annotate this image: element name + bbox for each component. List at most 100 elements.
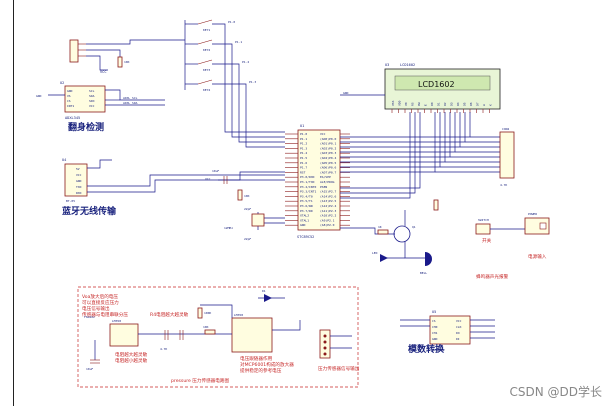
svg-text:SDA: SDA: [89, 94, 95, 98]
bluetooth-module: U4 BT-05 5V VCC GND TXD RXD 蓝牙无线传输: [62, 158, 285, 217]
svg-text:R4电阻越大越灵敏: R4电阻越大越灵敏: [150, 311, 189, 318]
mcu-pin-label: P3.2/INT0: [300, 185, 316, 189]
svg-text:SDO: SDO: [89, 99, 95, 103]
signal-out-title: 压力传感器信号输出: [318, 365, 360, 372]
svg-text:U1: U1: [300, 124, 304, 128]
svg-text:电压信号输出: 电压信号输出: [82, 305, 110, 312]
svg-text:P1.2: P1.2: [242, 60, 249, 64]
svg-text:U5: U5: [432, 310, 436, 314]
mcu-pin-label: (A13)P2.5: [320, 199, 336, 203]
svg-text:VS: VS: [67, 94, 71, 98]
lcd-pin-label: RW: [417, 102, 421, 106]
block-title-tilt: 翻身检测: [68, 121, 104, 133]
svg-text:LED: LED: [372, 251, 378, 255]
mcu-pin-label: (AD0)P0.0: [320, 137, 336, 141]
svg-text:CLK: CLK: [456, 325, 462, 329]
mcu-pin-label: (A11)P2.3: [320, 209, 336, 213]
svg-text:BT-05: BT-05: [66, 199, 75, 203]
svg-text:电压跟随器作用: 电压跟随器作用: [240, 355, 273, 362]
mcu-pin-label: P1.5: [300, 156, 307, 160]
lcd-pin-label: A: [482, 104, 486, 106]
mcu-pin-label: P3.0/RXD: [300, 175, 315, 179]
mcu-pin-label: (A14)P2.6: [320, 194, 336, 198]
accel-header: VCC 10K: [69, 39, 185, 74]
svg-text:VCC: VCC: [205, 177, 211, 181]
svg-text:GND: GND: [432, 337, 438, 341]
block-title-bluetooth: 蓝牙无线传输: [62, 205, 117, 217]
svg-text:Q1: Q1: [412, 225, 416, 229]
lcd-pin-label: E: [424, 104, 428, 106]
lcd-pin-label: D7: [476, 102, 480, 106]
svg-text:KEY4: KEY4: [203, 88, 210, 92]
svg-text:SCL: SCL: [89, 89, 95, 93]
lcd-pin-label: D2: [443, 102, 447, 106]
svg-text:VCC: VCC: [76, 173, 82, 177]
svg-text:10K: 10K: [203, 325, 209, 329]
mcu-pin-label: P1.3: [300, 146, 307, 150]
svg-text:10K: 10K: [244, 194, 250, 198]
svg-text:ADXL_SCL: ADXL_SCL: [123, 96, 138, 100]
mcu-pin-label: PSEN: [320, 185, 327, 189]
svg-text:ADXL_SDA: ADXL_SDA: [123, 101, 138, 105]
mcu-pin-label: P3.1/TXD: [300, 180, 315, 184]
mcu-pin-label: P1.7: [300, 166, 307, 170]
lcd-pin-label: D5: [463, 102, 467, 106]
mcu-pin-label: (AD4)P0.4: [320, 156, 336, 160]
sheet-border: [13, 0, 14, 406]
mcu-pin-label: P1.6: [300, 161, 307, 165]
mcu-pin-label: VCC: [320, 132, 326, 136]
svg-text:U3: U3: [385, 63, 389, 67]
mcu-pin-label: ALE/PROG: [320, 180, 335, 184]
mcu-pin-label: RST: [300, 170, 306, 174]
svg-text:电阻越小越灵敏: 电阻越小越灵敏: [115, 357, 148, 364]
svg-text:GND: GND: [67, 89, 73, 93]
svg-text:P1.0: P1.0: [228, 20, 235, 24]
block-title-adc: 模数转换: [408, 343, 445, 355]
mcu-pin-label: (AD2)P0.2: [320, 146, 336, 150]
lcd-pin-label: D0: [430, 102, 434, 106]
svg-text:CON4: CON4: [502, 127, 509, 131]
svg-text:GND: GND: [343, 91, 349, 95]
svg-text:INT1: INT1: [67, 104, 74, 108]
mcu-pin-label: (AD5)P0.5: [320, 161, 336, 165]
lcd-pin-label: V0: [404, 102, 408, 106]
mcu-pin-label: GND: [300, 223, 306, 227]
svg-text:LCD1602: LCD1602: [400, 63, 415, 67]
svg-text:5V: 5V: [76, 167, 80, 171]
adc-chip: U5 ADC0832 CS CH0 CH1 GND VCC CLK DO DI …: [400, 310, 495, 355]
svg-text:STC89C52: STC89C52: [297, 235, 314, 239]
mcu-pin-label: EA/VPP: [320, 175, 331, 179]
key-array: KEY1 P1.0 KEY2 P1.1 KEY3 P1.2: [184, 19, 285, 148]
lcd-pin-label: RS: [411, 102, 415, 106]
svg-text:LM358: LM358: [234, 313, 243, 317]
svg-text:可以直接反应压力: 可以直接反应压力: [82, 299, 119, 306]
switch-title: 开关: [482, 237, 492, 244]
svg-text:POWER: POWER: [528, 212, 537, 216]
svg-text:DI: DI: [456, 337, 460, 341]
watermark-text: CSDN @DD学长: [509, 385, 602, 399]
lcd-pin-label: D6: [469, 102, 473, 106]
lcd-pin-label: VSS: [391, 100, 395, 106]
mcu-pin-label: (A10)P2.2: [320, 214, 336, 218]
mcu-pin-label: (A9)P2.1: [320, 218, 335, 222]
svg-text:10uF: 10uF: [212, 169, 219, 173]
svg-text:U4: U4: [62, 158, 66, 162]
svg-text:LM358: LM358: [112, 319, 121, 323]
mcu-pin-label: P3.5/T1: [300, 199, 313, 203]
accel-chip: U2 ADXL345 GND VS CS INT1 SCL SDA SDO VC…: [36, 81, 165, 133]
svg-text:KEY1: KEY1: [203, 28, 210, 32]
svg-text:KEY2: KEY2: [203, 48, 210, 52]
lcd-pin-label: K: [489, 104, 493, 106]
lcd-pin-label: D3: [450, 102, 454, 106]
svg-text:TXD: TXD: [76, 185, 82, 189]
switch-power: SWITCH 开关 POWER 电源输入 蜂鸣器声光报警: [475, 212, 550, 280]
svg-text:VCC: VCC: [89, 104, 95, 108]
mcu-pin-label: XTAL2: [300, 214, 309, 218]
svg-text:SWITCH: SWITCH: [478, 218, 489, 222]
svg-text:RXD: RXD: [76, 191, 82, 195]
mcu-pin-label: (AD1)P0.1: [320, 142, 336, 146]
svg-text:10uF: 10uF: [86, 367, 93, 371]
svg-text:VCC: VCC: [100, 70, 107, 74]
